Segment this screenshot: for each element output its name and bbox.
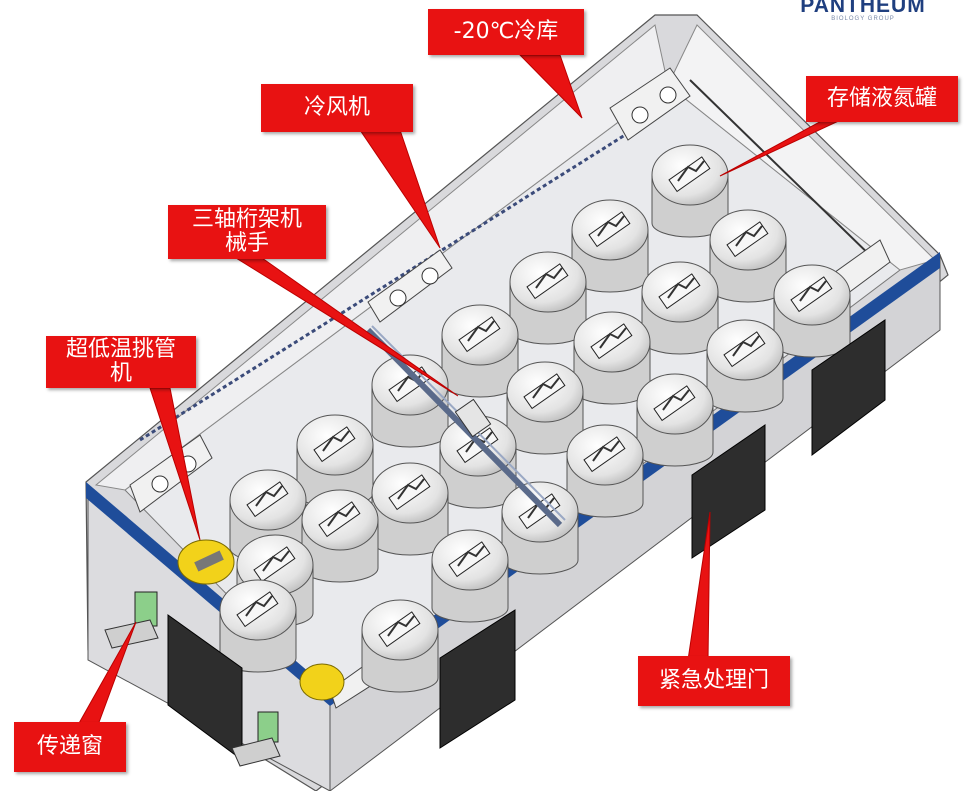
pantheum-logo: PANTHEUM BIOLOGY GROUP: [788, 0, 938, 22]
pass-window-shelf: [231, 737, 281, 767]
gantry-rail-right: [689, 79, 881, 266]
liquid-nitrogen-tank: [641, 261, 719, 355]
liquid-nitrogen-tank: [573, 311, 651, 405]
label-gantry-robot-line1: 三轴桁架机: [191, 207, 302, 232]
liquid-nitrogen-tank: [709, 209, 787, 303]
pass-window: [257, 711, 279, 743]
label-air-cooler-text: 冷风机: [303, 95, 370, 120]
liquid-nitrogen-tank: [566, 424, 644, 518]
liquid-nitrogen-tank: [361, 599, 439, 693]
label-tube-picker-line2: 机: [109, 361, 132, 386]
air-cooler-unit: [609, 67, 691, 141]
tube-picker: [299, 663, 345, 701]
label-storage-tanks-text: 存储液氮罐: [826, 86, 937, 111]
liquid-nitrogen-tank: [371, 462, 449, 556]
label-tube-picker: 超低温挑管 机: [46, 336, 196, 388]
liquid-nitrogen-tank: [301, 489, 379, 583]
liquid-nitrogen-tank: [441, 304, 519, 398]
label-cold-room: -20℃冷库: [428, 9, 584, 55]
callout-pointer: [149, 387, 201, 541]
liquid-nitrogen-tank: [571, 199, 649, 293]
liquid-nitrogen-tank: [773, 264, 851, 358]
liquid-nitrogen-tanks: [219, 144, 851, 693]
liquid-nitrogen-tank: [219, 579, 297, 673]
liquid-nitrogen-tank: [636, 373, 714, 467]
air-cooler-unit: [367, 249, 453, 323]
liquid-nitrogen-tank: [509, 251, 587, 345]
label-emergency-door-text: 紧急处理门: [658, 668, 769, 693]
label-air-cooler: 冷风机: [261, 84, 413, 132]
label-pass-window-text: 传递窗: [36, 734, 103, 759]
label-pass-window: 传递窗: [14, 722, 126, 772]
callout-pointer: [518, 54, 583, 119]
gantry-rail: [139, 133, 626, 442]
gantry-carriage: [454, 398, 492, 438]
emergency-door: [439, 609, 516, 749]
liquid-nitrogen-tank: [651, 144, 729, 238]
liquid-nitrogen-tank: [431, 529, 509, 623]
liquid-nitrogen-tank: [706, 319, 784, 413]
liquid-nitrogen-tank: [506, 361, 584, 455]
liquid-nitrogen-tank: [371, 354, 449, 448]
tube-picker-arm: [194, 550, 224, 572]
logo-subtitle: BIOLOGY GROUP: [831, 16, 895, 22]
label-gantry-robot-line2: 械手: [224, 231, 269, 256]
logo-name: PANTHEUM: [800, 0, 926, 17]
emergency-door: [811, 319, 886, 457]
gantry-beam: [365, 327, 563, 528]
label-storage-tanks: 存储液氮罐: [806, 76, 958, 122]
liquid-nitrogen-tank: [501, 481, 579, 575]
label-gantry-robot: 三轴桁架机 械手: [168, 205, 326, 259]
label-cold-room-text: -20℃冷库: [453, 19, 559, 44]
label-tube-picker-line1: 超低温挑管: [65, 337, 176, 362]
label-emergency-door: 紧急处理门: [638, 656, 790, 706]
